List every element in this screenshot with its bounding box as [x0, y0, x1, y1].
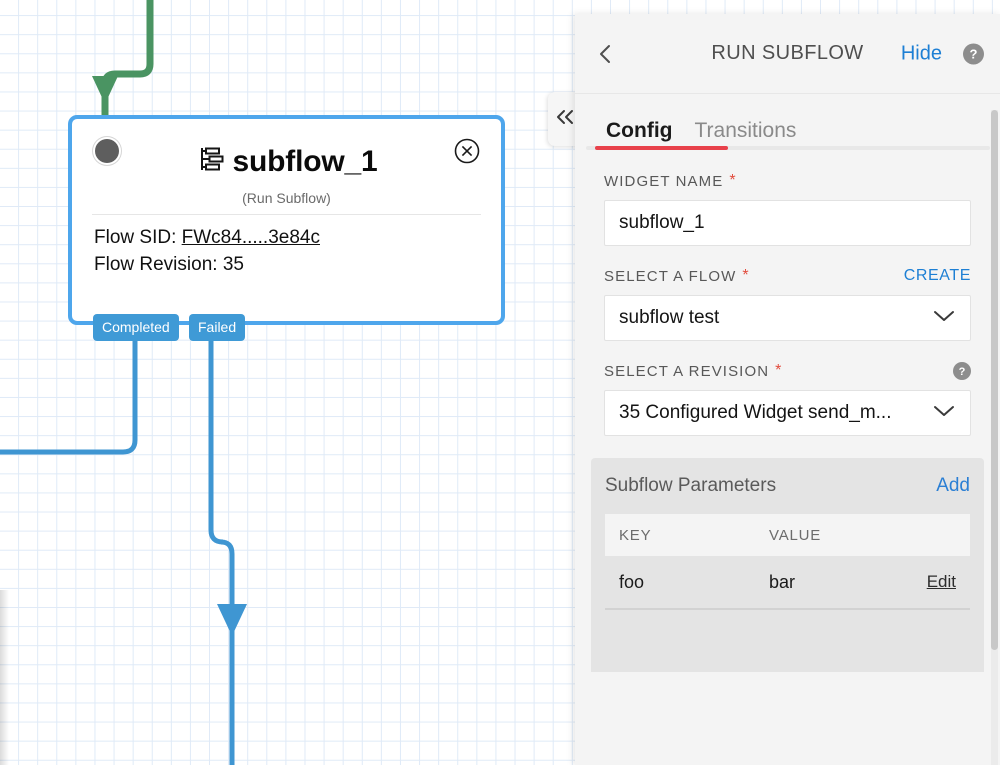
tab-active-underline	[595, 146, 728, 150]
panel-tabs: Config Transitions	[575, 94, 1000, 156]
panel-body: WIDGET NAME * subflow_1 SELECT A FLOW * …	[575, 156, 1000, 436]
svg-text:?: ?	[959, 366, 966, 378]
add-parameter-button[interactable]: Add	[936, 475, 970, 496]
field-widget-name: WIDGET NAME * subflow_1	[604, 172, 971, 246]
select-flow-label: SELECT A FLOW *	[604, 267, 750, 285]
table-header-row: KEY VALUE	[605, 514, 970, 556]
node-details: Flow SID: FWc84.....3e84c Flow Revision:…	[72, 215, 501, 279]
transition-chip-failed[interactable]: Failed	[189, 314, 246, 341]
column-header-key: KEY	[619, 526, 652, 544]
connector-completed-blue	[0, 327, 138, 455]
select-revision-label: SELECT A REVISION *	[604, 362, 783, 380]
help-circle-icon[interactable]: ?	[953, 362, 971, 380]
chevron-double-left-icon	[555, 109, 575, 130]
parameters-table: KEY VALUE foo bar Edit	[605, 514, 970, 610]
parameter-key: foo	[619, 571, 645, 592]
required-asterisk: *	[775, 362, 783, 379]
tab-transitions[interactable]: Transitions	[694, 119, 797, 142]
subflow-icon	[196, 145, 224, 178]
connector-failed-blue	[208, 327, 247, 765]
node-status-dot	[95, 139, 119, 163]
transition-chip-completed[interactable]: Completed	[93, 314, 179, 341]
required-asterisk: *	[742, 267, 750, 284]
tab-track	[586, 146, 990, 150]
node-title: subflow_1	[232, 144, 378, 178]
select-flow-dropdown[interactable]: subflow test	[604, 295, 971, 341]
panel-header: RUN SUBFLOW Hide ?	[575, 14, 1000, 94]
table-row: foo bar Edit	[605, 556, 970, 610]
subflow-parameters-card: Subflow Parameters Add KEY VALUE foo bar…	[591, 458, 984, 672]
widget-node-subflow-1[interactable]: subflow_1 (Run Subflow) Flow SID: FWc84.…	[68, 115, 505, 341]
hide-panel-button[interactable]: Hide	[900, 42, 942, 64]
select-revision-value: 35 Configured Widget send_m...	[619, 402, 892, 423]
widget-config-panel: RUN SUBFLOW Hide ? Config Transitions WI…	[575, 14, 1000, 765]
help-circle-icon[interactable]: ?	[963, 43, 984, 64]
node-flow-revision-row: Flow Revision: 35	[94, 252, 479, 279]
svg-text:?: ?	[970, 46, 978, 61]
node-divider	[92, 214, 481, 215]
chevron-down-icon	[932, 307, 956, 329]
widget-name-label: WIDGET NAME *	[604, 172, 737, 190]
tab-config[interactable]: Config	[606, 119, 673, 142]
node-header: subflow_1 (Run Subflow)	[72, 119, 501, 214]
offscreen-panel-edge	[0, 590, 9, 765]
panel-scrollbar-thumb[interactable]	[991, 110, 998, 650]
widget-name-input[interactable]: subflow_1	[604, 200, 971, 246]
subflow-parameters-title: Subflow Parameters	[605, 475, 777, 496]
field-select-revision: SELECT A REVISION * ? 35 Configured Widg…	[604, 362, 971, 436]
node-flow-sid-link[interactable]: FWc84.....3e84c	[181, 227, 320, 248]
chevron-left-icon[interactable]	[595, 43, 617, 65]
page-title: RUN SUBFLOW	[711, 42, 864, 64]
node-flow-sid-label: Flow SID:	[94, 227, 177, 248]
node-flow-revision-label: Flow Revision:	[94, 253, 218, 275]
parameter-value: bar	[769, 571, 796, 592]
column-header-value: VALUE	[769, 526, 822, 544]
chevron-down-icon	[932, 402, 956, 424]
select-revision-dropdown[interactable]: 35 Configured Widget send_m...	[604, 390, 971, 436]
node-subtitle: (Run Subflow)	[242, 189, 331, 206]
field-select-flow: SELECT A FLOW * CREATE subflow test	[604, 267, 971, 341]
create-flow-button[interactable]: CREATE	[903, 267, 971, 284]
subflow-parameters-header: Subflow Parameters Add	[591, 475, 984, 497]
required-asterisk: *	[729, 172, 737, 189]
close-icon[interactable]	[454, 138, 480, 164]
connector-incoming-green	[92, 0, 154, 118]
select-flow-value: subflow test	[619, 307, 720, 328]
node-flow-revision-value: 35	[222, 253, 244, 275]
edit-parameter-button[interactable]: Edit	[926, 572, 956, 591]
node-flow-sid-row: Flow SID: FWc84.....3e84c	[94, 225, 479, 252]
